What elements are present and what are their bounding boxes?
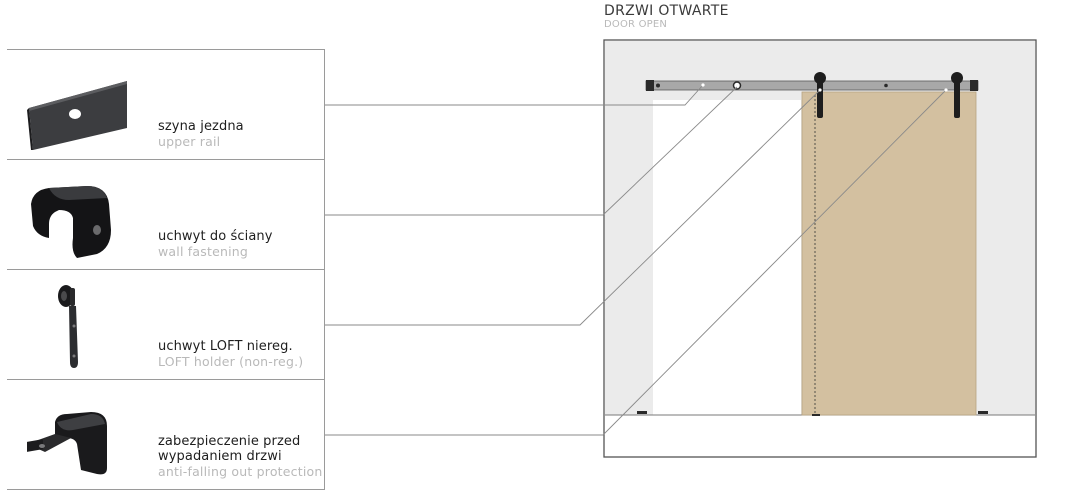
leader-dot bbox=[701, 83, 705, 87]
leader-dot bbox=[944, 88, 948, 92]
rail-stop-right bbox=[970, 80, 978, 91]
diagram-subtitle: DOOR OPEN bbox=[604, 19, 668, 30]
part-name-pl: zabezpieczenie przed wypadaniem drzwi bbox=[158, 434, 301, 464]
hanger-strap-right bbox=[954, 78, 960, 118]
part-name-en: anti-falling out protection bbox=[158, 464, 323, 479]
leader-lines bbox=[325, 84, 947, 436]
part-row-upper-rail: szyna jezdna upper rail bbox=[7, 49, 325, 159]
leader-loft-holder bbox=[325, 89, 821, 326]
hanger-wheel-right bbox=[951, 72, 963, 84]
part-name-pl: uchwyt LOFT niereg. bbox=[158, 339, 293, 354]
wall-fastening-marker bbox=[732, 81, 742, 90]
part-name-en: LOFT holder (non-reg.) bbox=[158, 354, 304, 369]
upper-rail bbox=[645, 80, 979, 91]
hanger-strap-left bbox=[817, 78, 823, 118]
rail-stop-left bbox=[646, 80, 654, 91]
door-opening bbox=[653, 100, 801, 415]
rail-bolt bbox=[656, 83, 660, 88]
wall-bracket-icon bbox=[15, 168, 135, 262]
upper-rail-icon bbox=[15, 58, 135, 152]
part-name-pl: uchwyt do ściany bbox=[158, 229, 273, 244]
parts-list: szyna jezdna upper rail uchwyt do ściany… bbox=[7, 49, 325, 490]
part-name-pl: szyna jezdna bbox=[158, 119, 244, 134]
part-row-loft-holder: uchwyt LOFT niereg. LOFT holder (non-reg… bbox=[7, 269, 325, 379]
floor-guide-left bbox=[637, 411, 647, 414]
floor-stop bbox=[812, 414, 820, 416]
leader-wall-fastening bbox=[325, 86, 738, 216]
leader-dot bbox=[818, 88, 822, 92]
diagram-frame bbox=[603, 39, 1037, 458]
part-label-anti-fall: zabezpieczenie przed wypadaniem drzwi an… bbox=[158, 434, 322, 479]
diagram-title: DRZWI OTWARTE bbox=[604, 3, 729, 19]
loft-holder-icon bbox=[15, 278, 135, 372]
rail-bolt bbox=[884, 83, 888, 88]
door-panel bbox=[801, 91, 977, 416]
part-name-en: upper rail bbox=[158, 134, 221, 149]
diagram-header: DRZWI OTWARTE DOOR OPEN bbox=[604, 3, 729, 31]
leader-upper-rail bbox=[325, 84, 704, 106]
anti-fall-protection-icon bbox=[15, 388, 135, 482]
wall-area bbox=[605, 41, 1035, 415]
leader-anti-fall bbox=[325, 89, 947, 436]
part-name-en: wall fastening bbox=[158, 244, 249, 259]
part-label-loft-holder: uchwyt LOFT niereg. LOFT holder (non-reg… bbox=[158, 339, 303, 369]
part-row-anti-fall: zabezpieczenie przed wypadaniem drzwi an… bbox=[7, 379, 325, 490]
part-label-wall-fastening: uchwyt do ściany wall fastening bbox=[158, 229, 273, 259]
part-label-upper-rail: szyna jezdna upper rail bbox=[158, 119, 244, 149]
floor-guide-right bbox=[978, 411, 988, 414]
part-row-wall-fastening: uchwyt do ściany wall fastening bbox=[7, 159, 325, 269]
hanger-wheel-left bbox=[814, 72, 826, 84]
